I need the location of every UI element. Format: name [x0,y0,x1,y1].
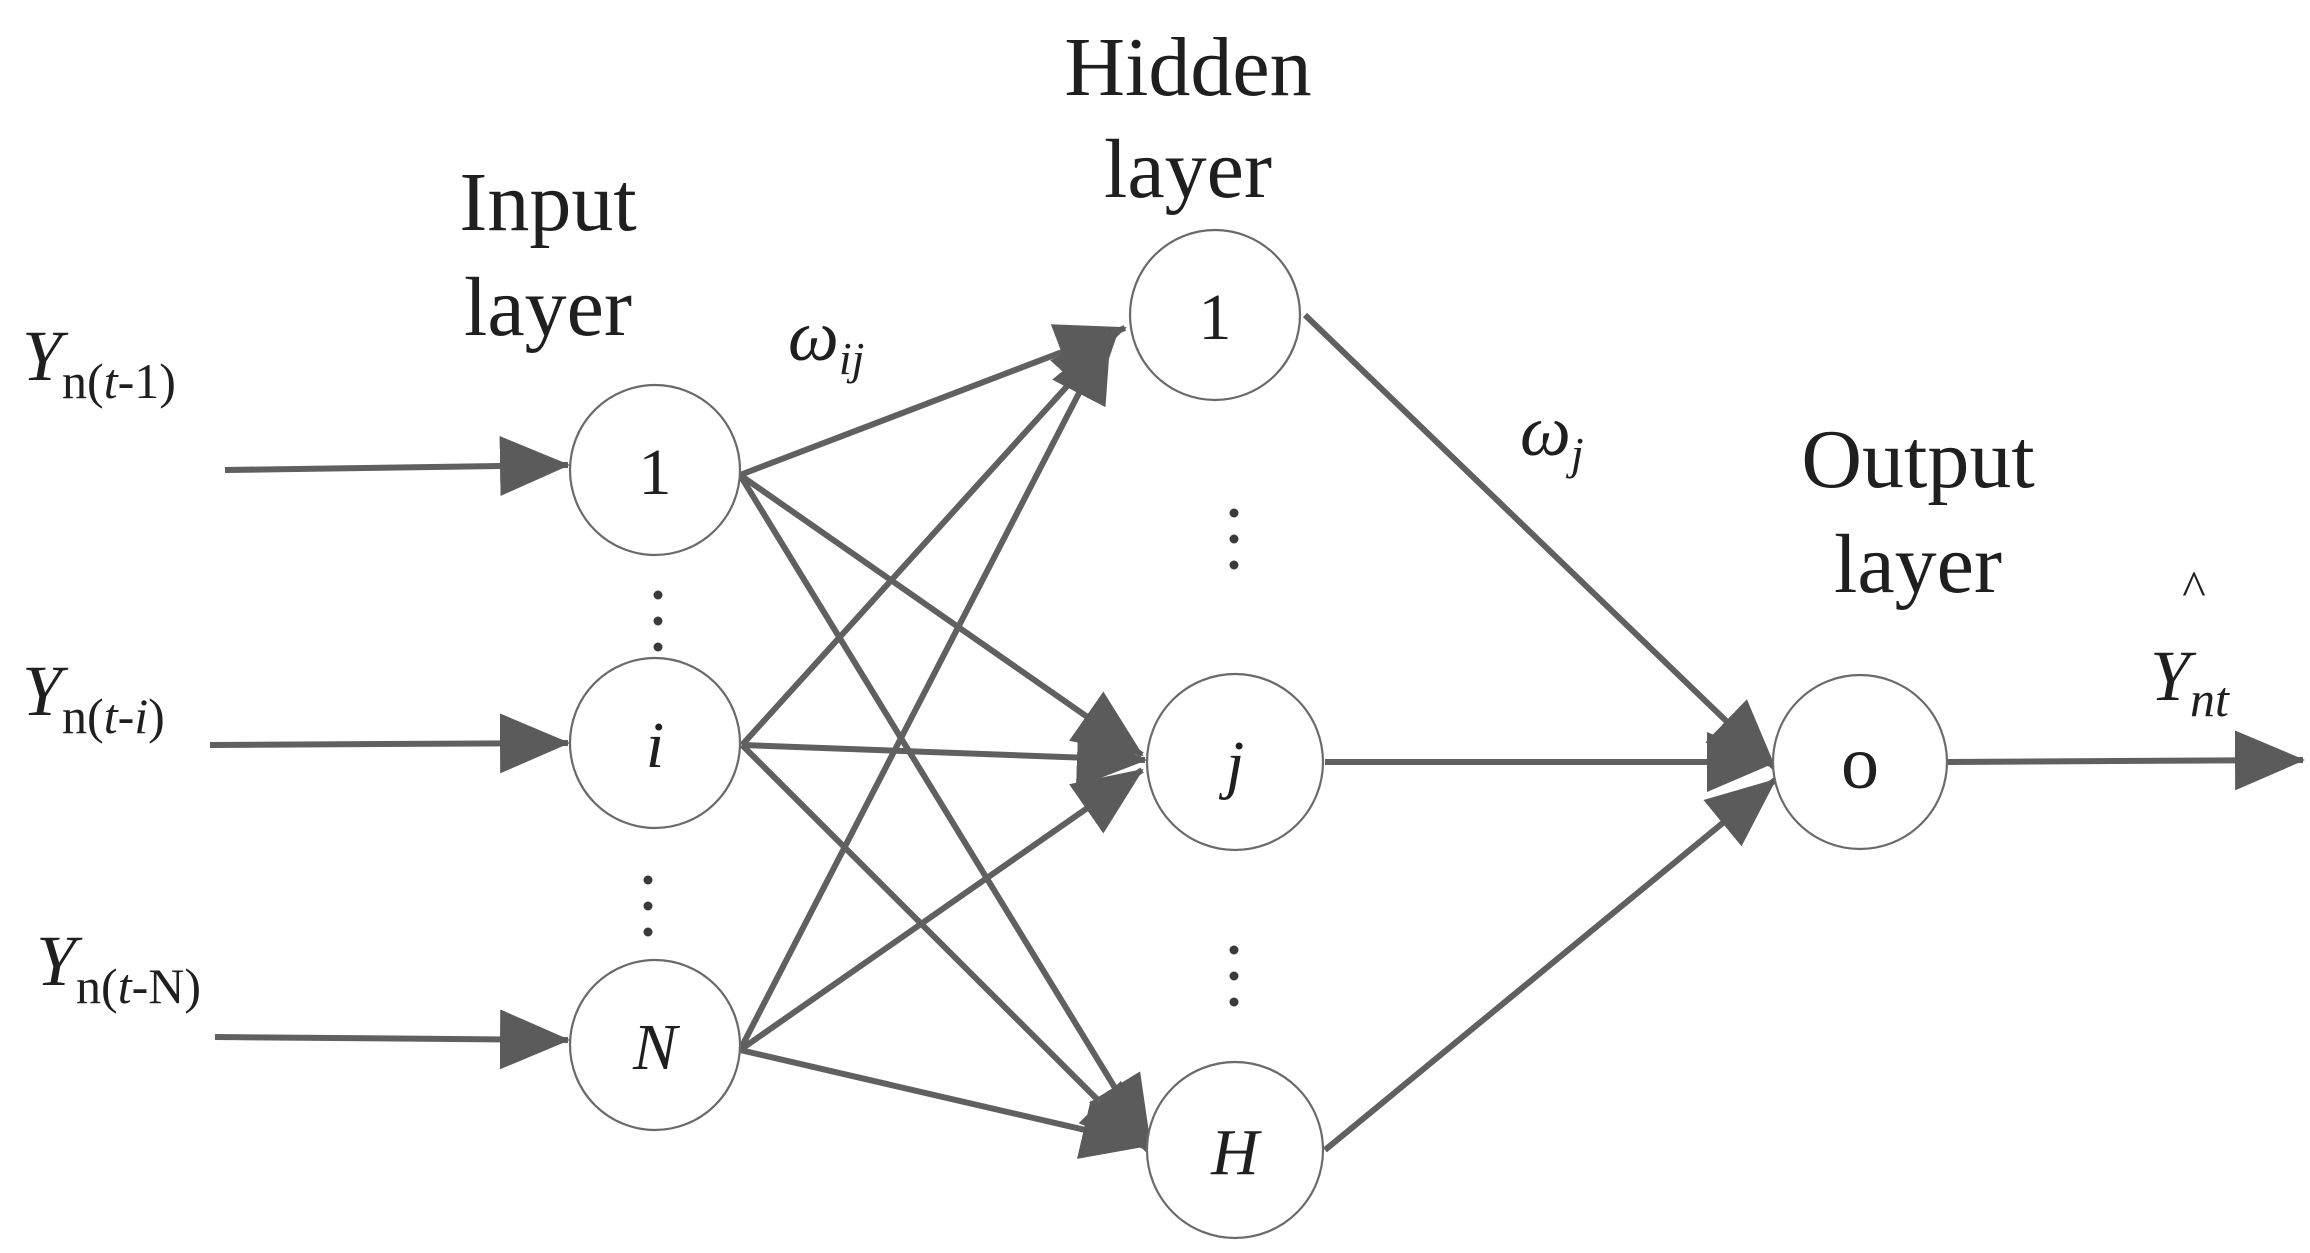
hidden-layer-title-line1: Hidden [1064,21,1311,114]
output-node [1771,673,1949,851]
weight-label-input-hidden: ωij [788,296,864,384]
edge-in1-hh [737,473,1153,1147]
input-layer-title-line1: Input [459,156,636,249]
edge-in1-hj [738,472,1144,758]
input-variable-i: Yn(t-i) [22,651,165,744]
hidden-node-j [1145,672,1325,852]
input-node-i-label: i [646,709,664,782]
input-arrow-1 [224,435,570,496]
hidden-node-1-label: 1 [1199,281,1232,354]
edge-inn-h1 [737,331,1113,1052]
edge-inn-hj [738,767,1144,1053]
input-variable-1: Yn(t-1) [22,316,176,409]
output-layer-title-line1: Output [1801,413,2034,506]
output-variable-hat: ^ [2182,560,2205,616]
input-arrow-i [209,713,570,774]
hidden-node-h-label: H [1210,1116,1262,1189]
output-variable: Ynt [2150,636,2230,727]
input-ellipsis-upper [653,590,663,652]
output-arrow [1947,730,2305,791]
input-arrow-n [214,1009,570,1070]
hidden-ellipsis-lower [1229,945,1239,1007]
edge-ini-hj [741,727,1147,788]
input-node-n [568,958,742,1132]
hidden-layer-title-line2: layer [1104,123,1272,216]
input-layer-title-line2: layer [464,261,632,354]
hidden-node-1 [1128,228,1302,402]
input-ellipsis-lower [643,875,653,937]
edge-inn-hh [739,1047,1152,1159]
input-node-n-label: N [632,1011,681,1084]
input-node-1 [568,383,742,557]
input-node-1-label: 1 [639,436,672,509]
hidden-node-h [1145,1060,1325,1240]
output-node-label: o [1841,721,1879,805]
edge-ini-hh [739,742,1151,1153]
output-layer-title-line2: layer [1834,518,2002,611]
input-node-i [568,656,742,830]
edge-h1-out [1302,312,1778,771]
input-variable-n: Yn(t-N) [36,921,201,1014]
hidden-ellipsis-upper [1229,508,1239,570]
edge-hh-out [1323,777,1777,1153]
weight-label-hidden-output: ωj [1520,391,1584,479]
